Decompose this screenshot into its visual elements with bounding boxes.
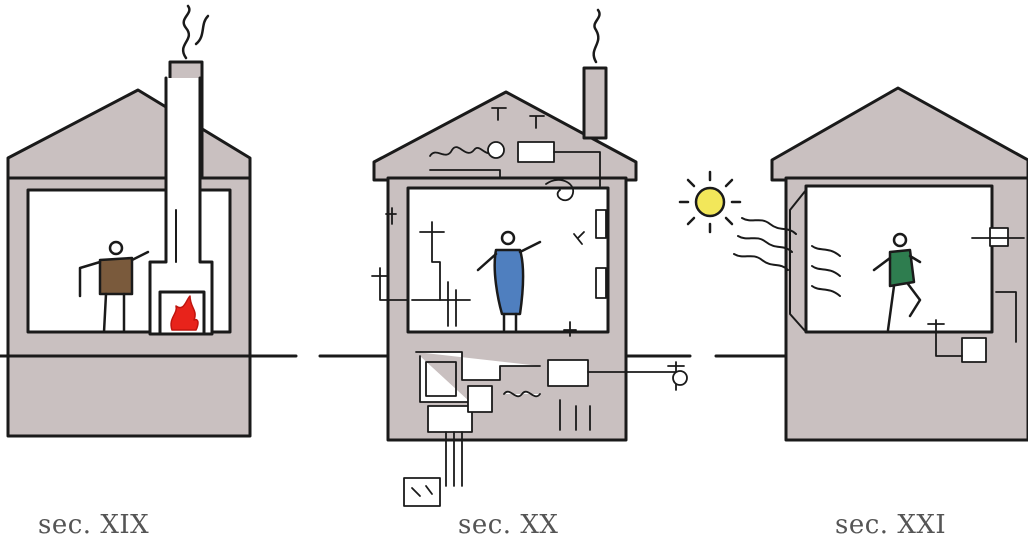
caption-20th-century: sec. XX — [458, 510, 559, 540]
person-20th-century — [476, 230, 542, 332]
sun-icon — [678, 170, 742, 234]
house-2-chimney — [582, 66, 608, 140]
basement-hvac-equipment — [415, 351, 688, 433]
house-2-roof — [372, 90, 638, 182]
house-3-roof — [770, 86, 1028, 182]
ventilation-unit-icon — [411, 209, 607, 327]
fireplace-fire-icon — [170, 295, 199, 331]
house-19th-century — [0, 4, 298, 438]
solar-rays-icon — [733, 217, 841, 297]
chimney-smoke-icon — [181, 4, 210, 60]
house-21st-century — [678, 86, 1028, 442]
person-19th-century — [78, 240, 150, 334]
caption-21st-century: sec. XXI — [835, 510, 947, 540]
hvac-ductwork-icon — [429, 107, 601, 202]
house-1-roof — [6, 88, 252, 182]
fireplace — [148, 76, 214, 336]
house-20th-century — [318, 8, 692, 507]
external-heat-unit — [403, 431, 463, 507]
ventilation-unit-icon — [927, 227, 1025, 363]
person-21st-century — [872, 232, 922, 332]
caption-19th-century: sec. XIX — [38, 510, 150, 540]
chimney-smoke-icon — [592, 8, 601, 64]
